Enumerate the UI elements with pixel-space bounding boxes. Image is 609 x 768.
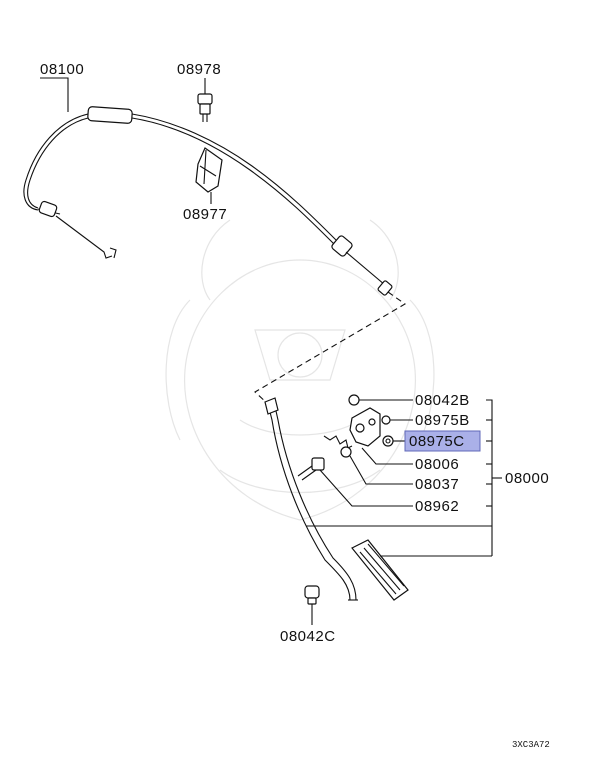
accelerator-cable (23, 106, 393, 296)
cap-08042B (348, 394, 360, 406)
label-bushing: 08975C (409, 433, 465, 450)
clamp-08977 (195, 147, 223, 193)
label-bumper: 08042C (280, 628, 336, 645)
bumper-08042C (304, 585, 320, 605)
pin-08962 (297, 457, 325, 481)
leaders-bracket (306, 399, 502, 625)
watermark-emblem (165, 219, 435, 521)
pedal-pad (351, 539, 409, 601)
bushing-08975C (382, 435, 394, 447)
label-washer: 08975B (415, 412, 470, 429)
leader-08100 (40, 77, 69, 112)
diagram-code: 3XC3A72 (512, 740, 550, 750)
label-clamp: 08977 (183, 206, 227, 223)
label-bolt-top: 08978 (177, 61, 221, 78)
label-assembly: 08000 (505, 470, 549, 487)
label-cable: 08100 (40, 61, 84, 78)
label-pin: 08962 (415, 498, 459, 515)
pedal-arm (264, 397, 358, 601)
spring-08037 (323, 435, 353, 458)
connection-dashed-line (254, 291, 407, 405)
label-bracket: 08006 (415, 456, 459, 473)
label-cap: 08042B (415, 392, 470, 409)
pedal-bracket (349, 407, 381, 447)
bolt-08978 (197, 93, 213, 122)
label-spring: 08037 (415, 476, 459, 493)
highlight-box (404, 430, 481, 452)
washer-08975B (381, 415, 391, 425)
